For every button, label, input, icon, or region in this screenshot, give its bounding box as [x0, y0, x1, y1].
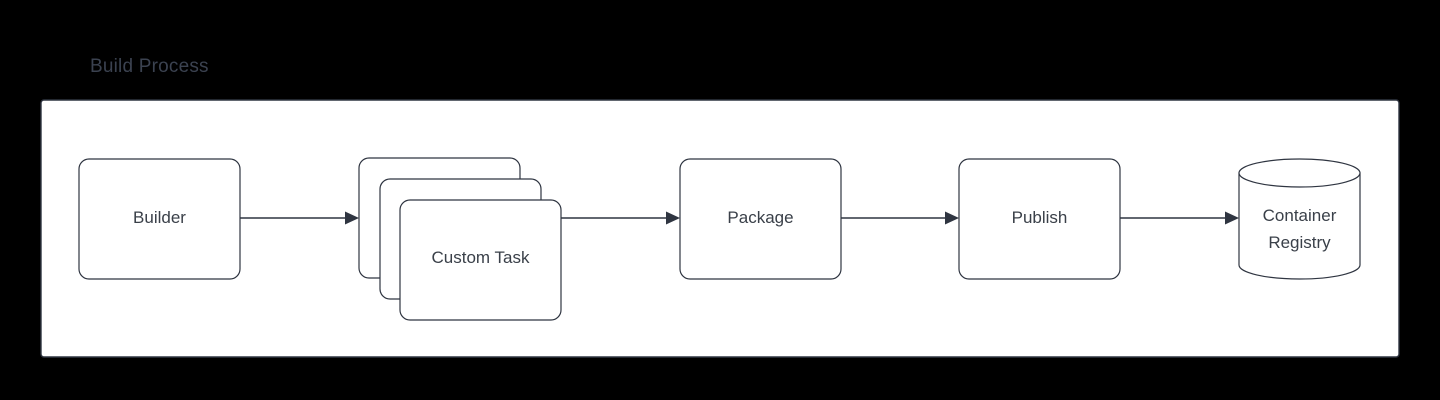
- builder-label: Builder: [133, 208, 186, 227]
- edge-custom-task-to-package: [561, 211, 680, 225]
- node-custom-task[interactable]: Custom Task Custom Task Custom Task: [358, 157, 562, 321]
- edge-builder-to-custom-task: [240, 211, 359, 225]
- package-label: Package: [727, 208, 793, 227]
- container-registry-label-line1: Container: [1263, 206, 1337, 225]
- edge-package-to-publish: [841, 211, 959, 225]
- arrowhead-icon: [1225, 211, 1239, 225]
- node-package[interactable]: Package: [679, 158, 842, 280]
- builder-box[interactable]: [78, 158, 241, 280]
- node-container-registry[interactable]: Container Registry: [1238, 158, 1361, 280]
- publish-label: Publish: [1012, 208, 1068, 227]
- arrowhead-icon: [666, 211, 680, 225]
- package-box[interactable]: [679, 158, 842, 280]
- node-builder[interactable]: Builder: [78, 158, 241, 280]
- arrowhead-icon: [345, 211, 359, 225]
- page-title: Build Process: [90, 56, 209, 77]
- arrowhead-icon: [945, 211, 959, 225]
- publish-box[interactable]: [958, 158, 1121, 280]
- edge-publish-to-container-registry: [1120, 211, 1239, 225]
- container-registry-label-line2: Registry: [1268, 233, 1331, 252]
- cylinder-top-icon: [1238, 158, 1361, 188]
- custom-task-label: Custom Task: [432, 248, 530, 267]
- node-publish[interactable]: Publish: [958, 158, 1121, 280]
- custom-task-card-front[interactable]: [399, 199, 562, 321]
- cylinder-body[interactable]: [1238, 172, 1361, 280]
